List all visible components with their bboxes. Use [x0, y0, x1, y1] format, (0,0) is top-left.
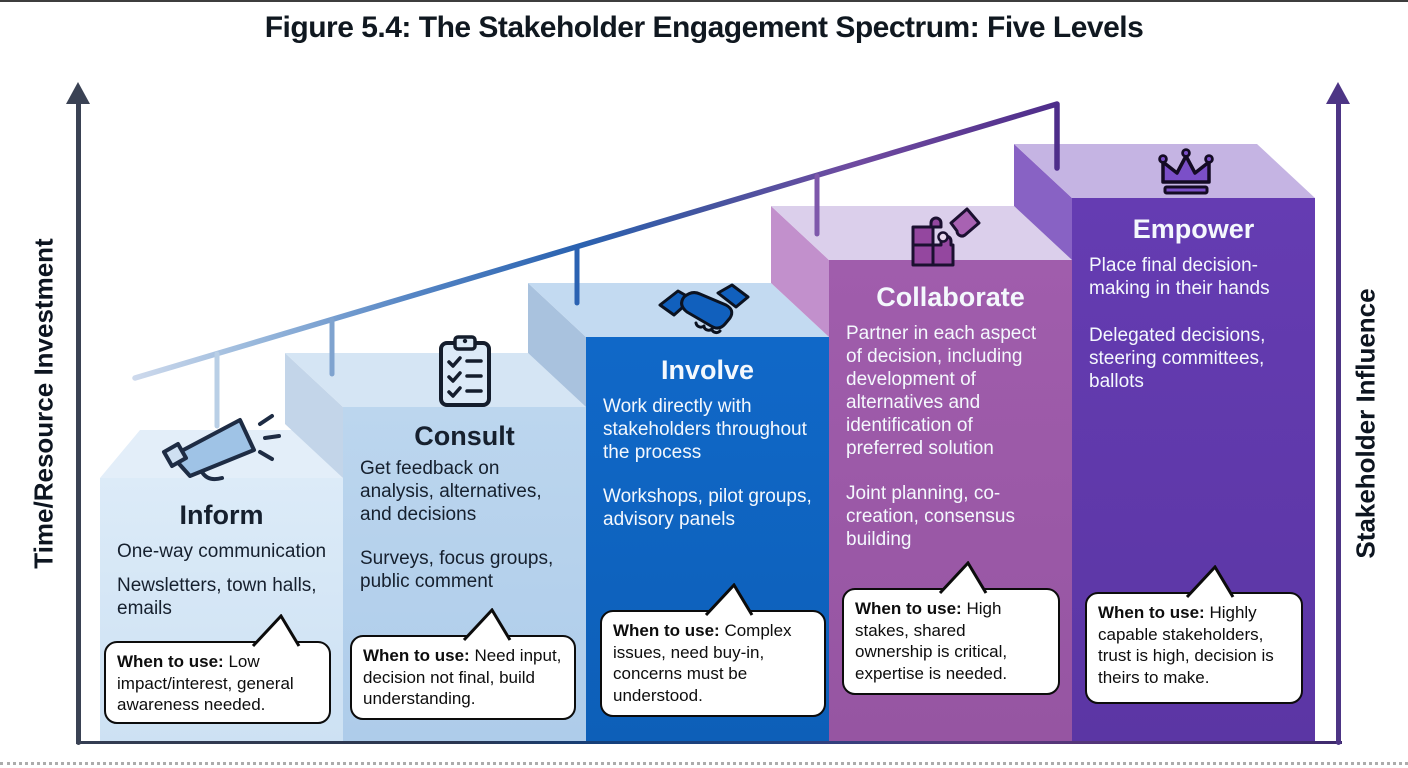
left-axis-line	[76, 98, 81, 745]
consult-when-callout: When to use: Need input, decision not fi…	[350, 608, 576, 720]
handshake-icon	[658, 283, 750, 335]
when-label: When to use:	[855, 599, 962, 618]
bottom-baseline	[76, 741, 1342, 744]
level-collaborate-methods: Joint planning, co-creation, consensus b…	[846, 483, 1015, 550]
when-label: When to use:	[1098, 603, 1205, 622]
level-collaborate-description: Partner in each aspect of decision, incl…	[846, 323, 1037, 459]
callout-tail	[1185, 565, 1235, 599]
crown-icon	[1158, 148, 1214, 195]
figure-title: Figure 5.4: The Stakeholder Engagement S…	[264, 11, 1144, 44]
right-axis-arrowhead	[1326, 82, 1350, 104]
level-involve-description: Work directly with stakeholders througho…	[603, 396, 807, 463]
when-text: High stakes, shared ownership is critica…	[855, 599, 1008, 683]
level-consult-description: Get feedback on analysis, alternatives, …	[360, 458, 542, 525]
callout-tail	[251, 614, 301, 648]
bottom-dotted-edge	[0, 762, 1408, 765]
callout-tail	[704, 583, 754, 617]
left-axis-arrowhead	[66, 82, 90, 104]
level-empower-methods: Delegated decisions, steering committees…	[1089, 325, 1266, 392]
level-empower-title: Empower	[1132, 214, 1255, 244]
involve-when-callout: When to use: Complex issues, need buy-in…	[600, 583, 826, 717]
megaphone-icon	[162, 414, 281, 482]
level-collaborate-title: Collaborate	[876, 282, 1025, 312]
when-label: When to use:	[117, 652, 224, 671]
callout-tail	[462, 608, 512, 642]
clipboard-checklist-icon	[439, 335, 491, 407]
empower-when-callout: When to use: Highly capable stakeholders…	[1085, 565, 1303, 704]
inform-when-callout: When to use: Low impact/interest, genera…	[104, 614, 331, 724]
when-text: Low impact/interest, general awareness n…	[117, 652, 294, 714]
top-edge-line	[0, 0, 1408, 2]
when-label: When to use:	[613, 621, 720, 640]
level-consult-methods: Surveys, focus groups, public comment	[360, 548, 554, 592]
right-axis-line	[1336, 98, 1341, 745]
level-inform-title: Inform	[179, 500, 264, 530]
when-text: Highly capable stakeholders, trust is hi…	[1098, 603, 1274, 687]
callout-tail	[938, 561, 988, 595]
when-text: Need input, decision not final, build un…	[363, 646, 562, 708]
level-inform-methods: Newsletters, town halls, emails	[117, 575, 317, 619]
level-empower-description: Place final decision-making in their han…	[1089, 255, 1270, 299]
when-text: Complex issues, need buy-in, concerns mu…	[613, 621, 792, 705]
left-axis-label: Time/Resource Investment	[28, 238, 59, 569]
right-axis-label: Stakeholder Influence	[1350, 288, 1381, 559]
puzzle-pieces-icon	[911, 207, 981, 267]
level-involve-methods: Workshops, pilot groups, advisory panels	[603, 486, 812, 530]
collaborate-when-callout: When to use: High stakes, shared ownersh…	[842, 561, 1060, 695]
when-label: When to use:	[363, 646, 470, 665]
level-inform-description: One-way communication	[117, 541, 327, 562]
level-involve-title: Involve	[660, 355, 755, 385]
level-consult-title: Consult	[414, 421, 515, 451]
